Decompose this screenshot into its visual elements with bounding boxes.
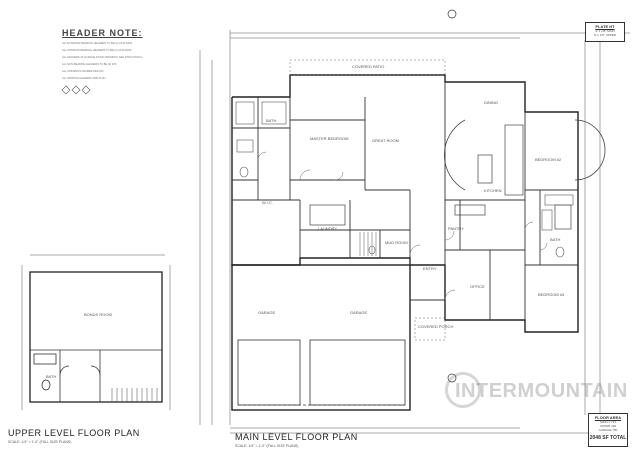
floor-area-line: MAIN 1,719	[600, 420, 616, 424]
room-great-room: GREAT ROOM	[372, 138, 399, 143]
header-note-line: ALL EXTERIOR BEARING HEADERS TO BE (2) 2…	[62, 42, 133, 45]
upper-level-scale: SCALE: 1/4" = 1'-0" (FULL SIZE PLANS)	[8, 440, 72, 444]
floor-area-line: UPPER 329	[599, 424, 617, 428]
room-pantry: PANTRY	[448, 226, 464, 231]
room-garage-2: GARAGE	[350, 310, 368, 315]
floor-area-total: 2048 SF TOTAL	[589, 435, 627, 441]
header-note-line: ALL NON-BEARING HEADERS TO BE (2) 2X6	[62, 63, 117, 66]
plate-height-line: 8'-1 1/8" UPPER	[593, 33, 617, 37]
room-master-bedroom: MASTER BEDROOM	[310, 136, 349, 141]
room-laundry: LAUNDRY	[318, 226, 338, 231]
room-mud-room: MUD ROOM	[385, 240, 408, 245]
watermark-logo-icon	[445, 372, 481, 408]
watermark: INTERMOUNTAIN	[455, 380, 628, 402]
main-level-scale: SCALE: 1/4" = 1'-0" (FULL SIZE PLANS)	[235, 444, 299, 448]
room-bedroom-3: BEDROOM #3	[538, 292, 565, 297]
room-bath-2: BATH	[550, 237, 561, 242]
header-note-line: ALL WINDOW HEADERS PER PLAN	[62, 77, 106, 80]
header-note-line: ALL HEADERS AT GARAGE DOOR OPENINGS SEE …	[62, 56, 143, 59]
room-bonus: BONUS ROOM	[84, 312, 112, 317]
room-office: OFFICE	[470, 284, 485, 289]
floor-area-title: FLOOR AREA	[594, 415, 622, 420]
plate-height-line: 9'-1 1/8" MAIN	[595, 29, 615, 33]
room-upper-bath: BATH	[46, 374, 57, 379]
floor-area-line: GARAGE 780	[598, 428, 618, 432]
room-bedroom-2: BEDROOM #2	[535, 157, 562, 162]
header-note-line: ALL INTERIOR BEARING HEADERS TO BE (2) 2…	[62, 49, 132, 52]
room-covered-patio: COVERED PATIO	[352, 64, 385, 69]
room-walk-in-closet: W.I.C.	[262, 200, 273, 205]
room-entry: ENTRY	[423, 266, 437, 271]
plate-height-title: PLATE HT	[595, 24, 615, 29]
floor-area-box: FLOOR AREA MAIN 1,719 UPPER 329 GARAGE 7…	[588, 413, 628, 447]
plate-height-box: PLATE HT 9'-1 1/8" MAIN 8'-1 1/8" UPPER	[585, 22, 625, 42]
room-covered-porch: COVERED PORCH	[418, 324, 454, 329]
upper-level-title: UPPER LEVEL FLOOR PLAN	[8, 428, 140, 438]
room-garage-1: GARAGE	[258, 310, 276, 315]
header-note-line: ALL OPENINGS FRAMED PER IRC	[62, 70, 104, 73]
room-kitchen: KITCHEN	[484, 188, 502, 193]
header-note-title: HEADER NOTE:	[62, 28, 143, 38]
room-bath-master: BATH	[266, 118, 277, 123]
main-level-title: MAIN LEVEL FLOOR PLAN	[235, 432, 358, 442]
room-dining: DINING	[484, 100, 498, 105]
